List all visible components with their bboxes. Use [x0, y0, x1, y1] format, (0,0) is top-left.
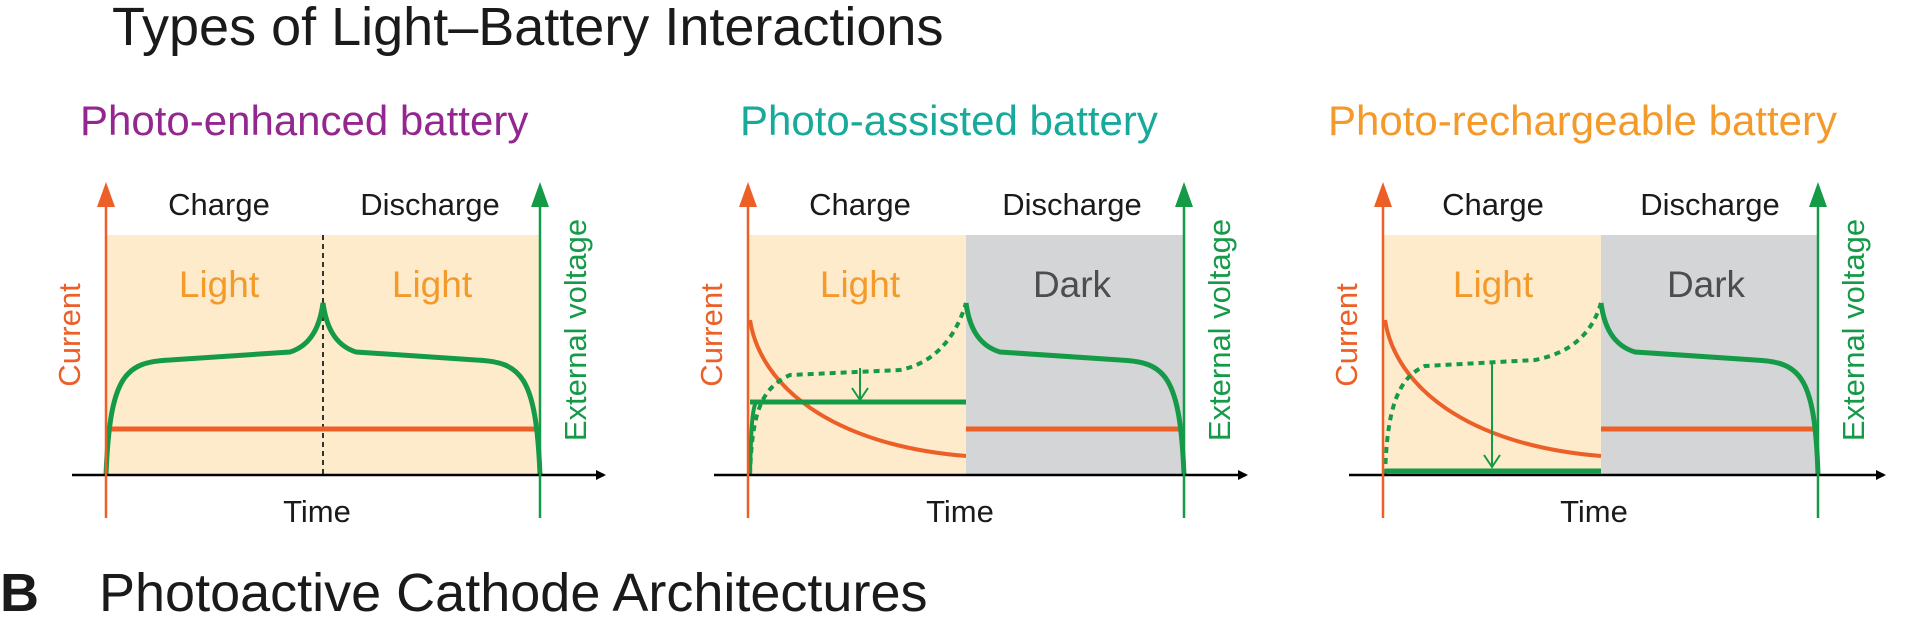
x-axis-label: Time — [926, 494, 994, 529]
region-label-light: Light — [179, 264, 260, 305]
charge-label: Charge — [168, 187, 270, 222]
panel-title-rechargeable: Photo-rechargeable battery — [1328, 97, 1837, 144]
region-label-dark: Dark — [1667, 264, 1746, 305]
voltage-axis-label: External voltage — [558, 219, 593, 441]
voltage-trace-discharge — [1598, 302, 1821, 476]
voltage-axis-label: External voltage — [1836, 219, 1871, 441]
voltage-axis-arrow — [1175, 182, 1193, 207]
section-title: Photoactive Cathode Architectures — [99, 563, 928, 623]
voltage-trace-dark-charge — [1383, 302, 1603, 476]
panel-title-enhanced: Photo-enhanced battery — [80, 97, 528, 144]
next-section-heading: B Photoactive Cathode Architectures — [0, 566, 927, 620]
region-label-light: Light — [392, 264, 473, 305]
voltage-trace-discharge — [963, 302, 1187, 476]
current-axis-arrow — [97, 182, 115, 207]
charge-label: Charge — [1442, 187, 1544, 222]
region-label-light: Light — [820, 264, 901, 305]
panel-photo-rechargeable: Photo-rechargeable battery Charge Discha… — [1328, 97, 1886, 529]
voltage-trace — [103, 302, 543, 476]
current-axis-arrow — [739, 182, 757, 207]
current-trace-charge — [1383, 319, 1602, 458]
page-title: Types of Light–Battery Interactions — [112, 0, 944, 57]
voltage-light-start — [748, 401, 758, 476]
current-axis-label: Current — [52, 283, 87, 387]
discharge-label: Discharge — [1640, 187, 1780, 222]
region-label-dark: Dark — [1033, 264, 1112, 305]
voltage-axis-arrow — [1809, 182, 1827, 207]
current-axis-label: Current — [1329, 283, 1364, 387]
panel-photo-assisted: Photo-assisted battery Charge Discharge … — [694, 97, 1248, 529]
discharge-label: Discharge — [1002, 187, 1142, 222]
discharge-label: Discharge — [360, 187, 500, 222]
charge-label: Charge — [809, 187, 911, 222]
voltage-axis-arrow — [531, 182, 549, 207]
panel-photo-enhanced: Photo-enhanced battery Charge Discharge … — [52, 97, 606, 529]
voltage-reduction-arrowhead — [1483, 454, 1501, 469]
current-trace-charge — [748, 319, 967, 458]
region-label-light: Light — [1453, 264, 1534, 305]
voltage-trace-dark-charge — [748, 302, 968, 476]
current-axis-arrow — [1374, 182, 1392, 207]
voltage-axis-label: External voltage — [1202, 219, 1237, 441]
x-axis-label: Time — [1560, 494, 1628, 529]
light-battery-diagram: Photo-enhanced battery Charge Discharge … — [52, 97, 1886, 529]
section-letter: B — [0, 563, 39, 623]
light-region-charge — [748, 235, 966, 475]
x-axis-label: Time — [283, 494, 351, 529]
panel-title-assisted: Photo-assisted battery — [740, 97, 1158, 144]
voltage-reduction-arrowhead — [851, 387, 869, 402]
current-axis-label: Current — [694, 283, 729, 387]
